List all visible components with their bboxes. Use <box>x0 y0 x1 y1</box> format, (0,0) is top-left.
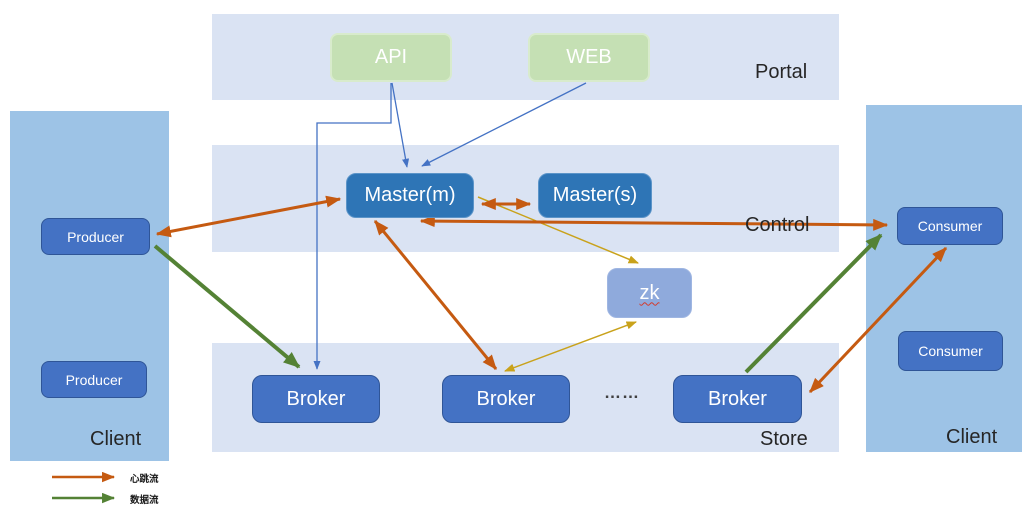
node-producer-2-label: Producer <box>65 371 123 388</box>
node-broker-3-label: Broker <box>708 387 767 410</box>
node-broker-1-label: Broker <box>286 387 346 410</box>
broker-ellipsis: …… <box>604 383 640 402</box>
node-consumer-2-label: Consumer <box>918 343 983 359</box>
node-web-label: WEB <box>566 46 612 68</box>
node-producer-2: Producer <box>41 361 147 398</box>
legend-dataflow-label: 数据流 <box>130 495 159 506</box>
node-master-s: Master(s) <box>538 173 652 218</box>
legend-heartbeat-label: 心跳流 <box>130 474 159 485</box>
node-producer-1-label: Producer <box>67 228 124 245</box>
node-master-s-label: Master(s) <box>552 184 638 206</box>
node-consumer-1-label: Consumer <box>917 218 983 234</box>
node-broker-2-label: Broker <box>476 387 536 410</box>
node-api: API <box>330 33 452 82</box>
node-broker-1: Broker <box>252 375 380 423</box>
node-master-m: Master(m) <box>346 173 474 218</box>
node-broker-3: Broker <box>673 375 802 423</box>
node-zk: zk <box>607 268 692 318</box>
node-consumer-1: Consumer <box>897 207 1003 245</box>
right-client-label: Client <box>946 426 998 448</box>
node-zk-label: zk <box>639 281 660 304</box>
node-consumer-2: Consumer <box>898 331 1003 371</box>
portal-band <box>212 14 839 100</box>
node-broker-2: Broker <box>442 375 570 423</box>
portal-band-label: Portal <box>755 61 808 83</box>
left-client-panel <box>10 111 169 461</box>
node-web: WEB <box>528 33 650 82</box>
node-producer-1: Producer <box>41 218 150 255</box>
node-master-m-label: Master(m) <box>364 184 456 206</box>
control-band-label: Control <box>745 214 810 236</box>
right-client-panel <box>866 105 1022 452</box>
node-api-label: API <box>374 46 408 68</box>
left-client-label: Client <box>90 428 142 450</box>
store-band-label: Store <box>760 428 808 450</box>
